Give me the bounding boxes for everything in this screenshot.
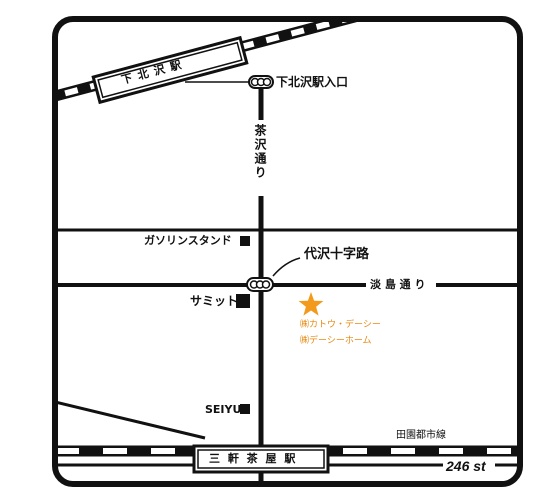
destination-star-icon <box>298 292 324 316</box>
daizawa-crossing-label: 代沢十字路 <box>304 247 370 262</box>
gas-station-marker <box>240 236 250 246</box>
denentoshi-line-label: 田園都市線 <box>396 430 446 441</box>
route-246-label: 246 st <box>446 458 486 474</box>
gas-station-label: ガソリンスタンド <box>144 234 232 247</box>
seiyu-marker <box>240 404 250 414</box>
summit-label: サミット <box>190 294 239 308</box>
chazawa-label-bg <box>252 120 270 196</box>
destination-company-2: ㈱デーシーホーム <box>300 336 372 346</box>
summit-marker <box>236 294 250 308</box>
diagonal-road <box>55 400 206 440</box>
awashima-road-label: 淡 島 通 り <box>370 278 426 291</box>
route-246-label-bg <box>443 458 495 474</box>
shimokitazawa-station-box <box>91 35 249 105</box>
awashima-label-bg <box>366 276 436 294</box>
sangenjaya-station-box <box>192 444 330 474</box>
chazawa-road-label: 茶沢通り <box>253 124 267 180</box>
traffic-signal-daizawa <box>246 257 301 292</box>
shimokitazawa-entrance-label: 下北沢駅入口 <box>276 75 349 89</box>
sangenjaya-station-label: 三 軒 茶 屋 駅 <box>209 452 298 465</box>
traffic-signal-north <box>185 75 274 89</box>
map-frame <box>52 16 523 487</box>
destination-company-1: ㈱カトウ・デーシー <box>300 320 381 330</box>
seiyu-label: SEIYU <box>205 403 242 416</box>
